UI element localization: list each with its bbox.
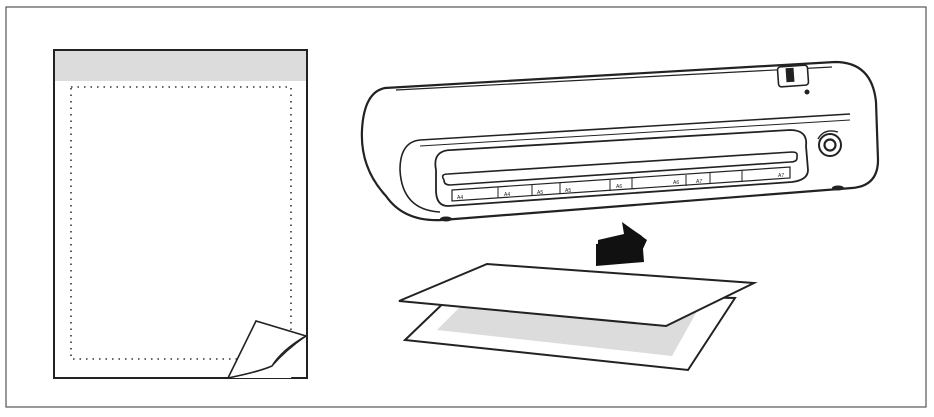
- size-guide-strip: A4 A4 A5 A5 A6 A6 A7 A7: [451, 166, 791, 202]
- guide-label-5: A6: [673, 180, 679, 186]
- release-knob-icon: [817, 130, 842, 157]
- pouch-sheets: [398, 262, 758, 372]
- laminator-foot-left: [440, 216, 452, 222]
- guide-label-2: A5: [537, 190, 543, 196]
- guide-label-4: A6: [616, 184, 622, 190]
- power-switch-icon: [776, 64, 810, 95]
- laminator-top-edge: [419, 113, 851, 141]
- feed-slot: [441, 151, 798, 186]
- guide-label-6: A7: [696, 179, 702, 185]
- guide-label-1: A4: [504, 192, 510, 198]
- laminator-top-edge-2: [419, 119, 851, 147]
- insert-arrow-shaft-icon: [596, 224, 644, 266]
- peeled-corner-fold: [271, 335, 307, 367]
- guide-label-7: A7: [778, 173, 784, 179]
- outer-frame: [5, 6, 927, 408]
- guide-label-0: A4: [457, 195, 463, 201]
- pouch-sealed-edge: [55, 51, 306, 81]
- laminator-foot-right: [832, 185, 844, 191]
- laminator-end-cap: [399, 139, 441, 213]
- pouch-sheet-top: [398, 262, 758, 328]
- laminator-machine: A4 A4 A5 A5 A6 A6 A7 A7: [360, 60, 880, 222]
- laminating-pouch: [53, 49, 308, 380]
- laminator-top-ridge: [395, 66, 833, 91]
- guide-label-3: A5: [565, 188, 571, 194]
